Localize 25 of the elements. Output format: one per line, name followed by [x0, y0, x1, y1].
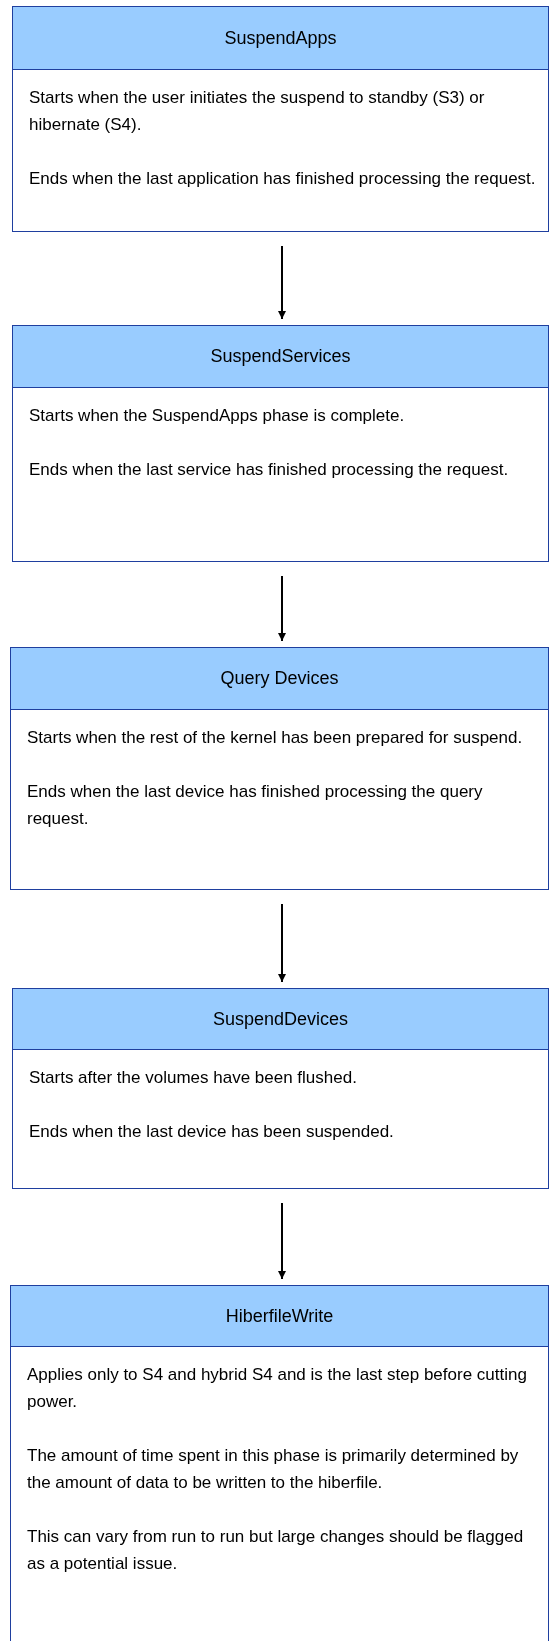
- arrow: [278, 245, 286, 320]
- phase-description: Ends when the last device has been suspended.: [29, 1121, 395, 1143]
- phase-title: Query Devices: [11, 648, 548, 710]
- phase-description: Starts when the user initiates the suspend to standby (S3) or hibernate (S4).: [29, 87, 486, 136]
- phase-description: Starts when the rest of the kernel has been prepared for suspend.: [27, 727, 524, 749]
- phase-title: HiberfileWrite: [11, 1286, 548, 1347]
- phase-description: This can vary from run to run but large changes should be flagged as a potential issue.: [27, 1526, 525, 1575]
- phase-description: Starts when the SuspendApps phase is complete.: [29, 405, 406, 427]
- arrow: [278, 903, 286, 983]
- phase-description: Starts after the volumes have been flushed.: [29, 1067, 358, 1089]
- phase-title: SuspendServices: [13, 326, 548, 388]
- phase-description: Ends when the last application has finished processing the request.: [29, 168, 537, 190]
- phase-title: SuspendDevices: [13, 989, 548, 1050]
- phase-card: [12, 325, 549, 562]
- arrow: [278, 575, 286, 642]
- phase-card: [10, 1285, 549, 1641]
- phase-description: Ends when the last service has finished processing the request.: [29, 459, 510, 481]
- arrow: [278, 1202, 286, 1280]
- phase-card: [12, 6, 549, 232]
- phase-card: [12, 988, 549, 1189]
- phase-title: SuspendApps: [13, 7, 548, 70]
- phase-description: The amount of time spent in this phase is primarily determined by the amount of data to be written to the hiberfile.: [27, 1445, 520, 1494]
- phase-description: Applies only to S4 and hybrid S4 and is the last step before cutting power.: [27, 1364, 528, 1413]
- phase-description: Ends when the last device has finished processing the query request.: [27, 781, 484, 830]
- phase-card: [10, 647, 549, 890]
